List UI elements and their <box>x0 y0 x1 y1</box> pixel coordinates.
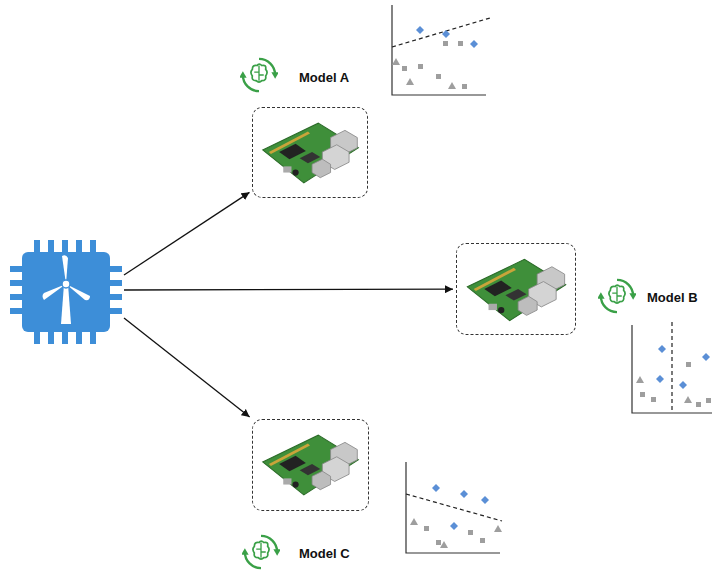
device-box: Model B <box>456 243 576 335</box>
device-box: Model C <box>252 419 369 511</box>
model-label: Model C <box>299 546 350 561</box>
model-label: Model B <box>647 290 698 305</box>
model-label: Model A <box>299 70 349 85</box>
arrow-connector <box>124 192 249 275</box>
turbine-chip-icon <box>8 240 124 344</box>
arrow-connector <box>124 289 453 291</box>
device-box: Model A <box>252 107 368 198</box>
arrow-connector <box>124 318 250 417</box>
